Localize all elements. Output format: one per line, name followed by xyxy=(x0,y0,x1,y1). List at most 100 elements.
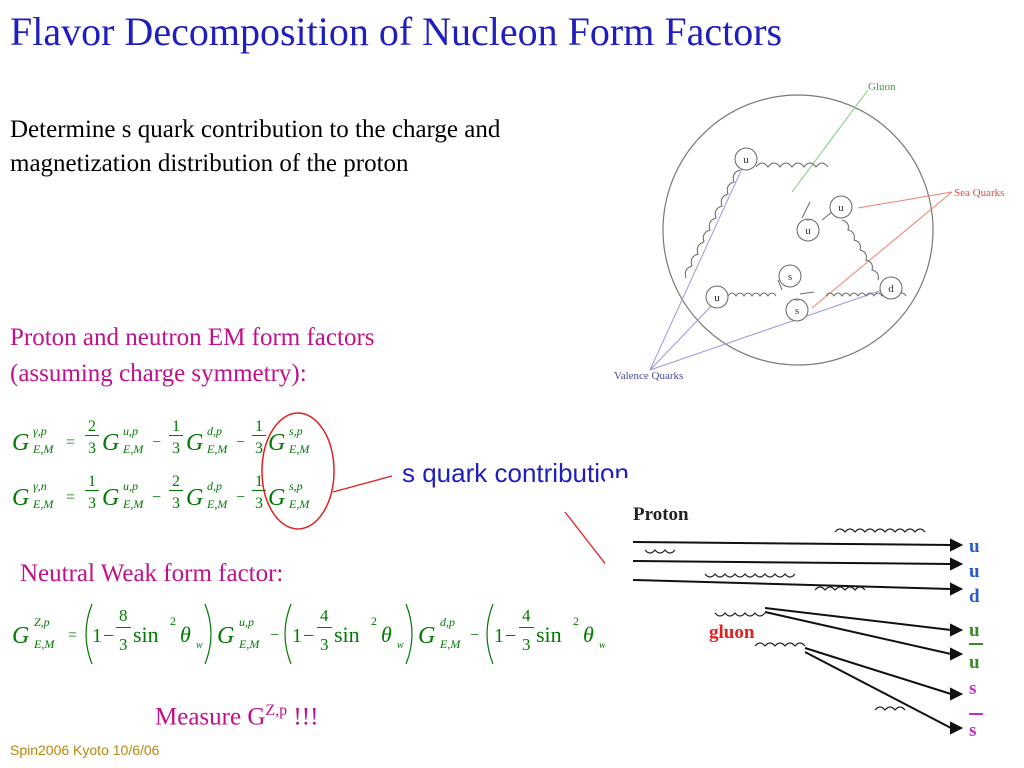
measure-suffix: !!! xyxy=(287,703,319,731)
quark-line xyxy=(764,607,952,631)
frac-den: 3 xyxy=(172,440,180,457)
sub-em: E,M xyxy=(288,442,310,456)
frac-bar xyxy=(116,627,131,628)
valence-label-line-3 xyxy=(649,287,889,371)
sin-text: sin xyxy=(133,622,159,647)
frac-num: 1 xyxy=(172,418,180,435)
square-exponent: 2 xyxy=(170,614,176,628)
measure-superscript: Z,p xyxy=(265,702,288,719)
s-quark-contribution-label: s quark contribution xyxy=(402,458,629,488)
quark-line xyxy=(632,541,952,546)
frac-num: 1 xyxy=(255,473,263,490)
flavor-u: u xyxy=(969,561,980,582)
equals-sign: = xyxy=(66,434,75,451)
flavor-ubar: u xyxy=(969,652,980,673)
sup-gamma-p: γ,p xyxy=(33,424,47,438)
gluon-coil xyxy=(754,642,806,647)
arrowhead xyxy=(950,721,964,735)
left-paren xyxy=(486,603,494,665)
frac-bar xyxy=(85,490,99,491)
sin-text: sin xyxy=(536,622,562,647)
sub-em: E,M xyxy=(439,637,461,651)
quark-line xyxy=(632,579,952,590)
footer: Spin2006 Kyoto 10/6/06 xyxy=(10,742,160,758)
s-quark-highlight-oval xyxy=(261,412,335,530)
quark-circle xyxy=(829,195,853,219)
frac-den: 3 xyxy=(172,495,180,512)
gluon-spring xyxy=(684,169,741,279)
sea-label-line-1 xyxy=(857,191,953,209)
one: 1 xyxy=(92,625,102,647)
frac-num: 1 xyxy=(255,418,263,435)
minus-sign: − xyxy=(236,434,245,451)
theta-symbol: θ xyxy=(381,622,392,647)
gluon-coil xyxy=(874,706,906,711)
frac-bar xyxy=(317,627,332,628)
neutral-weak-heading: Neutral Weak form factor: xyxy=(20,560,284,587)
minus-sign: − xyxy=(270,627,279,644)
frac-bar xyxy=(252,490,266,491)
square-exponent: 2 xyxy=(573,614,579,628)
gluon-coil xyxy=(704,573,796,578)
antiquark-overlines xyxy=(969,643,983,715)
arrowhead xyxy=(950,623,964,637)
one: 1 xyxy=(494,625,504,647)
frac-den: 3 xyxy=(320,635,329,654)
gluon-spring xyxy=(841,219,879,281)
frac-num: 2 xyxy=(88,418,96,435)
gluon-label: Gluon xyxy=(868,81,896,93)
minus-sign: − xyxy=(505,625,516,647)
quark-circle xyxy=(705,285,729,309)
quark-circles xyxy=(705,147,903,322)
minus-sign: − xyxy=(152,434,161,451)
frac-bar xyxy=(169,435,183,436)
quark-circle xyxy=(734,147,758,171)
arrow-line xyxy=(801,201,811,219)
equals-sign: = xyxy=(66,489,75,506)
left-paren xyxy=(284,603,292,665)
w-subscript: w xyxy=(196,640,203,651)
gluon-spring xyxy=(727,292,777,297)
gluon-coils xyxy=(644,528,926,711)
minus-sign: − xyxy=(470,627,479,644)
flavor-u: u xyxy=(969,536,980,557)
gluon-coil xyxy=(644,549,676,554)
frac-den: 3 xyxy=(88,495,96,512)
flavor-letters: u u d u u s s xyxy=(969,536,980,741)
sub-em: E,M xyxy=(206,497,228,511)
g-symbol: G xyxy=(102,485,119,511)
gluon-coil xyxy=(814,586,866,591)
arrowhead xyxy=(950,538,964,552)
quark-circle xyxy=(796,218,820,242)
right-paren xyxy=(405,603,413,665)
sup-d-p: d,p xyxy=(207,424,222,438)
gluon-spring xyxy=(755,162,829,168)
sub-em: E,M xyxy=(33,637,55,651)
frac-den: 3 xyxy=(255,495,263,512)
valence-quarks-label: Valence Quarks xyxy=(614,370,683,382)
arrow-line xyxy=(799,291,815,295)
frac-num: 2 xyxy=(172,473,180,490)
arrowhead xyxy=(950,687,964,701)
proton-label: Proton xyxy=(633,504,689,525)
slide-title: Flavor Decomposition of Nucleon Form Fac… xyxy=(10,9,783,54)
quark-label: s xyxy=(795,305,799,317)
gluon-label-line xyxy=(791,89,869,193)
g-symbol: G xyxy=(418,623,435,649)
frac-den: 3 xyxy=(255,440,263,457)
minus-sign: − xyxy=(103,625,114,647)
sup-u-p: u,p xyxy=(123,479,138,493)
g-symbol: G xyxy=(217,623,234,649)
sup-s-p: s,p xyxy=(289,424,303,438)
g-symbol: G xyxy=(12,485,29,511)
quark-labels: u u u s s u d − − xyxy=(714,154,894,317)
arrowhead xyxy=(950,582,964,596)
proton-quark-diagram: u u u s s u d − − Gluon Sea Quarks Valen… xyxy=(614,81,1004,382)
arrow-line xyxy=(777,279,783,291)
gluon-springs xyxy=(684,162,907,297)
w-subscript: w xyxy=(397,640,404,651)
frac-bar xyxy=(519,627,534,628)
sup-s-p: s,p xyxy=(289,479,303,493)
gluon-coil xyxy=(834,528,926,533)
quark-circle xyxy=(778,264,802,288)
